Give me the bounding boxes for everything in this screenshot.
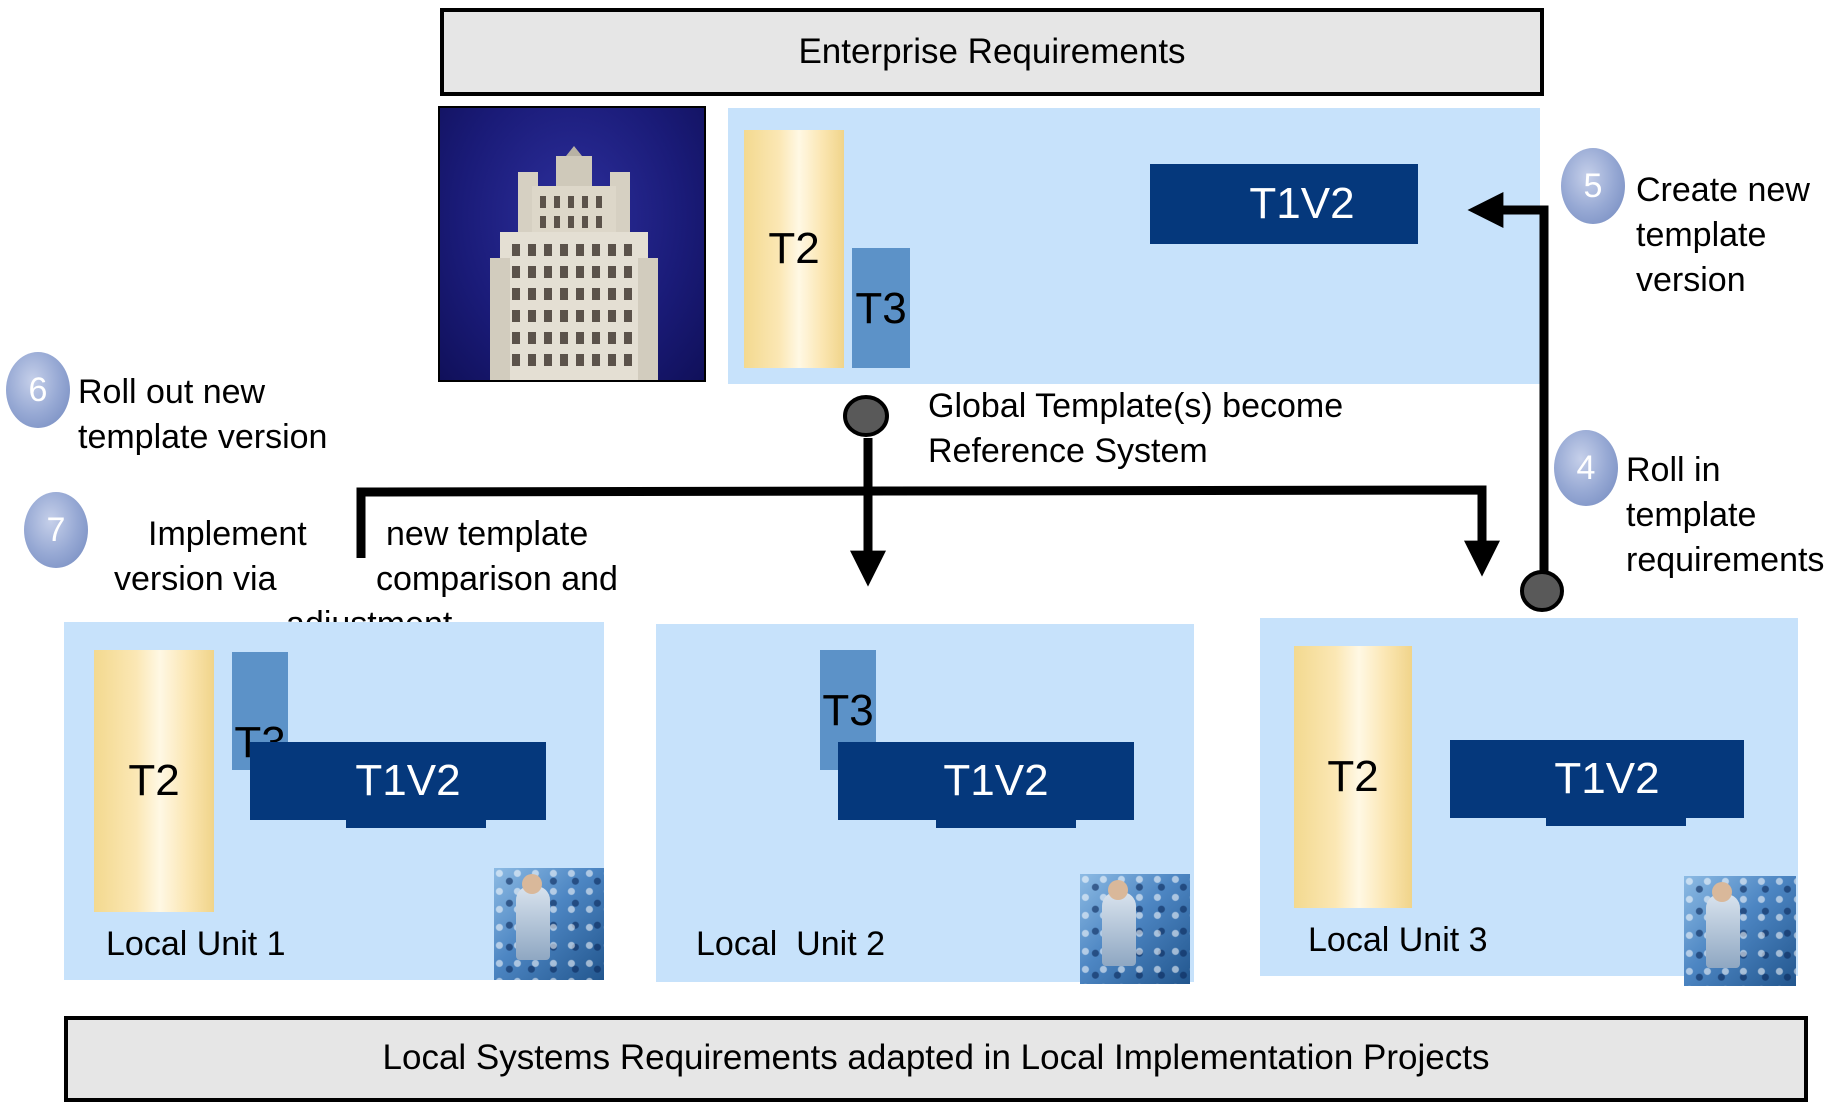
global-t1v2-block: T1V2 xyxy=(1150,164,1418,244)
unit-1-t1v2-tab xyxy=(346,818,486,828)
global-t2-block: T2 xyxy=(744,130,844,368)
global-t2-label: T2 xyxy=(768,224,820,273)
step-7-line-4: comparison and xyxy=(376,560,618,598)
step-5-line-2: template xyxy=(1636,216,1767,254)
step-4-line-1: Roll in xyxy=(1626,451,1721,489)
skyscraper-illustration xyxy=(490,146,658,380)
unit-3-t1v2-block: T1V2 xyxy=(1450,740,1744,818)
unit-3-t2-block: T2 xyxy=(1294,646,1412,908)
unit-3-connector-node xyxy=(1520,570,1564,612)
unit-2-t1v2-label: T1V2 xyxy=(943,756,1049,805)
step-5-text: Create new template version xyxy=(1636,168,1810,303)
local-unit-3-name: Local Unit 3 xyxy=(1308,921,1488,959)
step-4-text: Roll in template requirements xyxy=(1626,448,1824,583)
step-4-number: 4 xyxy=(1576,448,1596,487)
enterprise-requirements-text: Enterprise Requirements xyxy=(798,32,1186,71)
step-6-badge: 6 xyxy=(6,352,70,428)
unit-1-t2-block: T2 xyxy=(94,650,214,912)
unit-2-t1v2-block: T1V2 xyxy=(838,742,1134,820)
step-7-badge: 7 xyxy=(24,492,88,568)
rollout-connector-lines xyxy=(356,192,1549,587)
step-7-line-2: version via xyxy=(114,560,277,598)
step-6-text: Roll out new template version xyxy=(78,370,327,460)
rollin-arrow xyxy=(1467,192,1549,580)
local-systems-requirements-text: Local Systems Requirements adapted in Lo… xyxy=(382,1038,1490,1077)
building-image xyxy=(438,106,706,382)
step-5-badge: 5 xyxy=(1561,148,1625,224)
unit-2-t1v2-tab xyxy=(936,818,1076,828)
step-7-line-3: new template xyxy=(386,515,589,553)
unit-2-worker-image xyxy=(1080,874,1190,984)
unit-1-worker-image xyxy=(494,868,604,980)
unit-3-t1v2-label: T1V2 xyxy=(1554,754,1660,803)
global-t1v2-label: T1V2 xyxy=(1249,179,1355,228)
local-systems-requirements-banner: Local Systems Requirements adapted in Lo… xyxy=(64,1016,1808,1102)
enterprise-requirements-banner: Enterprise Requirements xyxy=(440,8,1544,96)
unit-3-t2-label: T2 xyxy=(1327,752,1379,801)
step-7-number: 7 xyxy=(46,510,66,549)
step-5-line-1: Create new xyxy=(1636,171,1810,209)
global-caption-line-2: Reference System xyxy=(928,432,1208,470)
unit-3-t1v2-tab xyxy=(1546,816,1686,826)
rollout-bus-line xyxy=(356,485,1500,577)
unit-3-worker-image xyxy=(1684,876,1796,986)
step-4-line-2: template xyxy=(1626,496,1757,534)
unit-1-t1v2-label: T1V2 xyxy=(355,756,461,805)
unit-1-t1v2-block: T1V2 xyxy=(250,742,546,820)
global-t3-block: T3 xyxy=(852,248,910,368)
step-5-number: 5 xyxy=(1583,166,1603,205)
global-caption: Global Template(s) become Reference Syst… xyxy=(928,384,1343,474)
step-7-line-1: Implement xyxy=(148,515,307,553)
global-caption-line-1: Global Template(s) become xyxy=(928,387,1344,425)
local-unit-2-name: Local Unit 2 xyxy=(696,925,885,963)
step-5-line-3: version xyxy=(1636,261,1746,299)
unit-1-t2-label: T2 xyxy=(128,756,180,805)
global-t3-label: T3 xyxy=(855,284,907,333)
step-6-line-2: template version xyxy=(78,418,328,456)
step-6-number: 6 xyxy=(28,370,48,409)
local-unit-1-name: Local Unit 1 xyxy=(106,925,286,963)
unit-2-t3-label: T3 xyxy=(822,686,874,735)
step-6-line-1: Roll out new xyxy=(78,373,266,411)
step-4-line-3: requirements xyxy=(1626,541,1825,579)
global-connector-node xyxy=(843,395,889,437)
step-4-badge: 4 xyxy=(1554,430,1618,506)
